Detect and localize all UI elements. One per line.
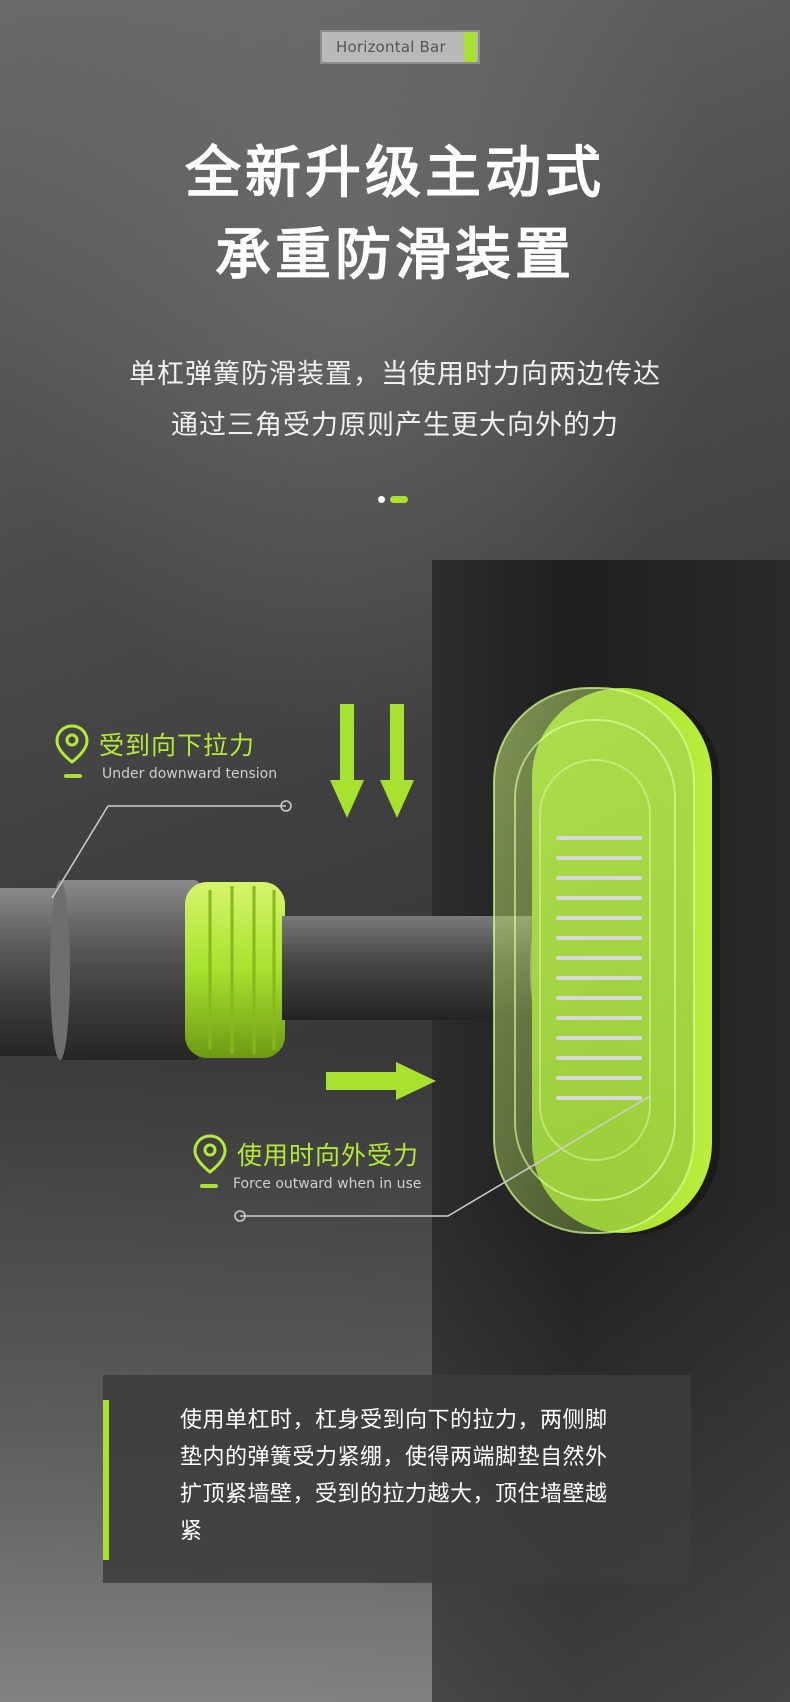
category-tag-accent <box>464 32 476 62</box>
headline-line-1: 全新升级主动式 <box>185 141 605 206</box>
description-text: 使用单杠时，杠身受到向下的拉力，两侧脚垫内的弹簧受力紧绷，使得两端脚垫自然外扩顶… <box>180 1408 608 1544</box>
callout-subtitle: Under downward tension <box>102 766 278 782</box>
description-panel: 使用单杠时，杠身受到向下的拉力，两侧脚垫内的弹簧受力紧绷，使得两端脚垫自然外扩顶… <box>103 1375 691 1583</box>
callout-title: 受到向下拉力 <box>99 731 256 760</box>
location-pin-icon <box>193 1134 227 1174</box>
pager-dots <box>378 496 408 503</box>
subheadline-line-2: 通过三角受力原则产生更大向外的力 <box>171 410 619 441</box>
callout-dash <box>64 774 82 778</box>
callout-subtitle: Force outward when in use <box>233 1176 422 1192</box>
green-lock-ring <box>185 882 285 1058</box>
category-tag-label: Horizontal Bar <box>336 38 446 56</box>
pager-dot-active[interactable] <box>390 496 408 503</box>
location-pin-icon <box>55 724 89 764</box>
leader-line-1 <box>51 800 292 899</box>
springs <box>556 836 642 1100</box>
bar-collar <box>50 880 200 1060</box>
wall-pad <box>493 687 720 1235</box>
callout-outward-force: 使用时向外受力 Force outward when in use <box>193 1134 421 1192</box>
callout-dash <box>200 1184 218 1188</box>
headline-line-2: 承重防滑装置 <box>215 223 575 288</box>
category-tag: Horizontal Bar <box>320 30 480 64</box>
callout-downward-tension: 受到向下拉力 Under downward tension <box>55 724 277 782</box>
arrow-right-icon <box>326 1062 436 1100</box>
subheadline-line-1: 单杠弹簧防滑装置，当使用时力向两边传达 <box>129 359 661 390</box>
leader-line-2 <box>234 1095 651 1222</box>
pager-dot[interactable] <box>378 496 385 503</box>
callout-title: 使用时向外受力 <box>237 1141 420 1170</box>
arrow-down-icon <box>330 704 414 818</box>
description-accent-bar <box>103 1400 109 1560</box>
